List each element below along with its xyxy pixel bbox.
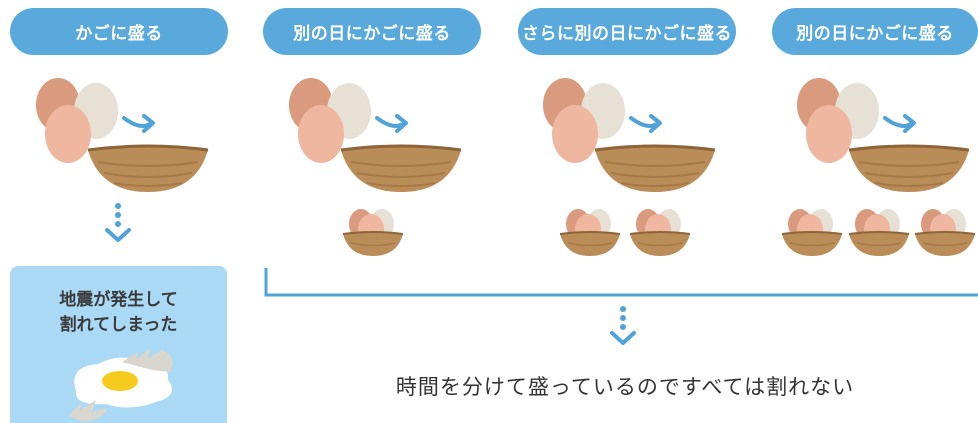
egg-basket-icon xyxy=(559,208,621,257)
basket-icon xyxy=(847,144,971,194)
egg-basket-icon xyxy=(342,208,404,257)
step-1-label: かごに盛る xyxy=(10,8,228,55)
step-3-label: さらに別の日にかごに盛る xyxy=(518,8,736,55)
down-arrow-icon xyxy=(105,201,131,242)
step-2-label: 別の日にかごに盛る xyxy=(263,8,481,55)
arrow-icon xyxy=(375,114,408,133)
basket-icon xyxy=(86,144,210,194)
conclusion-text: 時間を分けて盛っているのですべては割れない xyxy=(395,375,855,399)
broken-egg-icon xyxy=(68,348,173,422)
egg-basket-icon xyxy=(848,208,910,257)
result-line-2: 割れてしまった xyxy=(59,315,178,335)
basket-icon xyxy=(339,144,463,194)
down-arrow-icon xyxy=(610,304,636,345)
result-line-1: 地震が発生して xyxy=(59,290,178,310)
egg-basket-icon xyxy=(781,208,843,257)
basket-icon xyxy=(593,144,717,194)
result-box: 地震が発生して 割れてしまった xyxy=(10,266,227,423)
step-4-label: 別の日にかごに盛る xyxy=(772,8,978,55)
egg-basket-icon xyxy=(629,208,691,257)
bracket-line xyxy=(264,268,978,297)
arrow-icon xyxy=(883,114,916,133)
egg-basket-icon xyxy=(914,208,976,257)
arrow-icon xyxy=(122,114,155,133)
arrow-icon xyxy=(629,114,662,133)
